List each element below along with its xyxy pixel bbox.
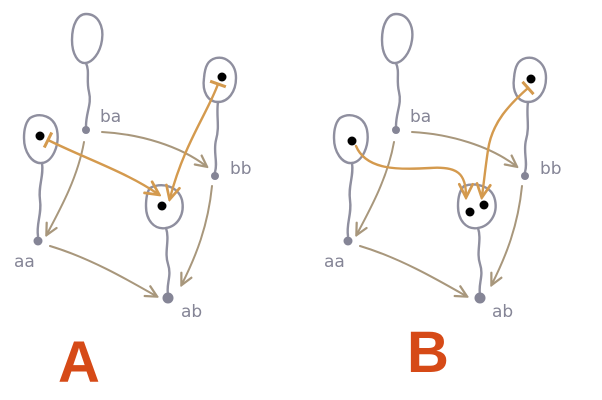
arrow-bb-to-ab — [492, 185, 523, 284]
arrow-aa-to-ab — [49, 245, 156, 296]
node-ab-dot — [162, 292, 174, 304]
node-ba-blob — [70, 12, 104, 128]
token-ab-2 — [465, 207, 475, 217]
token-ab — [157, 201, 167, 211]
arrow-aa-to-ab — [359, 245, 466, 296]
node-bb-label: bb — [540, 159, 562, 179]
node-bb-dot — [211, 172, 219, 180]
node-aa-dot — [33, 236, 43, 246]
node-ba-blob — [380, 12, 414, 128]
node-bb-label: bb — [230, 159, 252, 179]
node-ab-label: ab — [181, 302, 202, 322]
arrow-ba-to-bb — [101, 131, 206, 166]
arrow-ba-to-bb — [411, 131, 516, 166]
panel-b-letter: B — [407, 320, 449, 385]
token-bb — [526, 74, 536, 84]
panel-b: ba aa bb ab B — [324, 12, 562, 385]
node-ba-dot — [82, 126, 90, 134]
panel-a-letter: A — [58, 330, 100, 395]
node-ba-label: ba — [410, 107, 431, 127]
node-aa-label: aa — [14, 252, 35, 272]
orange-arrow-bb-to-ab — [170, 84, 218, 198]
node-aa-blob — [22, 114, 59, 238]
node-aa-dot — [343, 236, 353, 246]
orange-arrow-aa-to-ab — [48, 140, 158, 194]
node-ab-dot — [474, 292, 486, 304]
node-ba-dot — [392, 126, 400, 134]
node-ba-label: ba — [100, 107, 121, 127]
orange-arrow-aa-to-ab — [354, 144, 466, 196]
node-ab-blob — [456, 183, 497, 296]
token-aa — [35, 131, 45, 141]
arrow-bb-to-ab — [182, 185, 213, 284]
node-bb-dot — [521, 172, 529, 180]
token-aa — [347, 136, 357, 146]
node-aa-label: aa — [324, 252, 345, 272]
token-bb — [217, 72, 227, 82]
node-aa-blob — [332, 114, 369, 238]
panel-a: ba aa bb ab A — [14, 12, 252, 395]
node-ab-blob — [144, 184, 184, 296]
node-ab-label: ab — [492, 302, 513, 322]
orange-arrow-bb-to-ab — [482, 88, 528, 196]
arrow-ba-to-aa — [357, 141, 395, 234]
token-ab-1 — [479, 200, 489, 210]
